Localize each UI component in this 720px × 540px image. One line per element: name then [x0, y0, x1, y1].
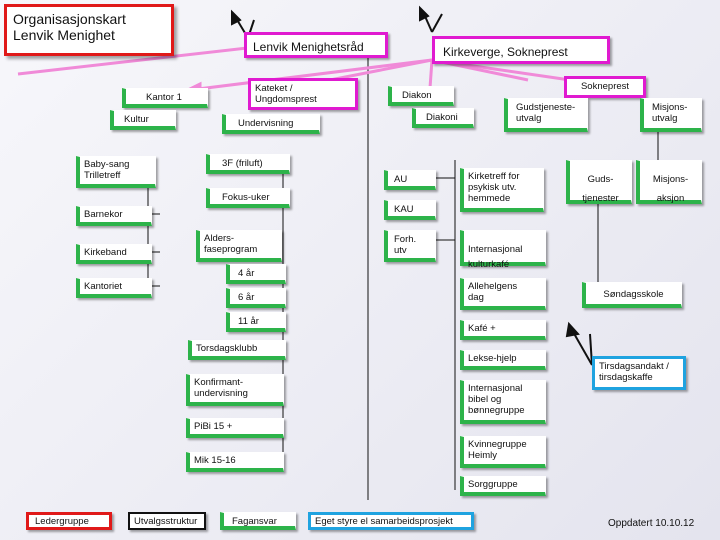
kirkeverge-box: Kirkeverge, Sokneprest	[432, 36, 610, 64]
kau-box: KAU	[384, 200, 436, 220]
diakoni-box: Diakoni	[412, 108, 474, 128]
konfirmant-box: Konfirmant- undervisning	[186, 374, 284, 406]
aldersfase-box: Alders- faseprogram	[196, 230, 282, 262]
mik-box: Mik 15-16	[186, 452, 284, 472]
babysang-box: Baby-sang Trilletreff	[76, 156, 156, 188]
undervisning-box: Undervisning	[222, 114, 320, 134]
kateket-box: Kateket / Ungdomsprest	[248, 78, 358, 110]
sokneprest-box: Sokneprest	[564, 76, 646, 98]
au-box: AU	[384, 170, 436, 190]
legend-fagansvar: Fagansvar	[220, 512, 296, 530]
gudstjenester-box: Guds- tjenester	[566, 160, 632, 204]
legend-eget-styre: Eget styre el samarbeidsprosjekt	[308, 512, 474, 530]
torsdagsklubb-box: Torsdagsklubb	[188, 340, 286, 360]
sondagsskole-box: Søndagsskole	[582, 282, 682, 308]
gudstjenesteutvalg-box: Gudstjeneste- utvalg	[504, 98, 588, 132]
pibi-box: PiBi 15 +	[186, 418, 284, 438]
forh-utv-box: Forh. utv	[384, 230, 436, 262]
updated-date: Oppdatert 10.10.12	[608, 518, 695, 529]
tre-f-box: 3F (friluft)	[206, 154, 290, 174]
kantor-box: Kantor 1	[122, 88, 208, 108]
fire-ar-box: 4 år	[226, 264, 286, 284]
kantoriet-box: Kantoriet	[76, 278, 152, 298]
elleve-ar-box: 11 år	[226, 312, 286, 332]
misjonsaksjon-label-1: Misjons-	[652, 174, 689, 185]
seks-ar-box: 6 år	[226, 288, 286, 308]
kvinnegruppe-box: Kvinnegruppe Heimly	[460, 436, 546, 468]
menighetsrad-box: Lenvik Menighetsråd	[244, 32, 388, 58]
fokus-uker-box: Fokus-uker	[206, 188, 290, 208]
kirketreff-box: Kirketreff for psykisk utv. hemmede	[460, 168, 544, 212]
tirsdagsandakt-box: Tirsdagsandakt / tirsdagskaffe	[592, 356, 686, 390]
gudstjenester-label-1: Guds-	[587, 174, 614, 185]
org-chart-title: Organisasjonskart Lenvik Menighet	[4, 4, 174, 56]
misjonsaksjon-label-2: aksjon	[656, 193, 685, 204]
diakon-box: Diakon	[388, 86, 454, 106]
internasjonal-label: Internasjonal	[468, 244, 523, 255]
sorggruppe-box: Sorggruppe	[460, 476, 546, 496]
misjonsutvalg-box: Misjons- utvalg	[640, 98, 702, 132]
legend-utvalgsstruktur: Utvalgsstruktur	[128, 512, 206, 530]
leksehjelp-box: Lekse-hjelp	[460, 350, 546, 370]
kulturkafe-label: kulturkafé	[468, 259, 510, 270]
internasjonal-bibel-box: Internasjonal bibel og bønnegruppe	[460, 380, 546, 424]
allehelgens-box: Allehelgens dag	[460, 278, 546, 310]
kafe-box: Kafé +	[460, 320, 546, 340]
barnekor-box: Barnekor	[76, 206, 152, 226]
misjonsaksjon-box: Misjons- aksjon	[636, 160, 702, 204]
legend-ledergruppe: Ledergruppe	[26, 512, 112, 530]
internasjonal-kulturkafe-box: Internasjonal kulturkafé	[460, 230, 546, 270]
gudstjenester-label-2: tjenester	[582, 193, 619, 204]
kirkeband-box: Kirkeband	[76, 244, 152, 264]
kultur-box: Kultur	[110, 110, 176, 130]
